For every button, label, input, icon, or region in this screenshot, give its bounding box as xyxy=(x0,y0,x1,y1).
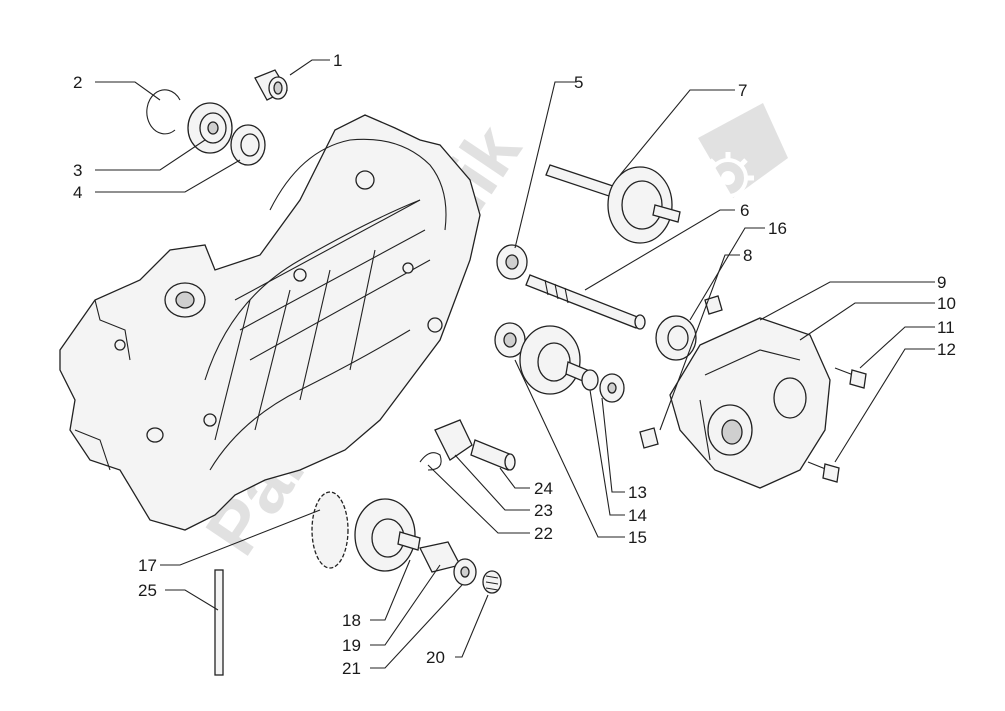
bushing-part-1 xyxy=(254,69,288,101)
intermediate-gear-part-15 xyxy=(519,325,593,395)
bearing-part-5 xyxy=(496,244,528,280)
callout-11: 11 xyxy=(937,318,955,337)
gear-icon xyxy=(698,103,788,204)
callout-15: 15 xyxy=(628,528,647,547)
callout-10: 10 xyxy=(937,294,956,313)
transmission-cover-part-10 xyxy=(669,317,831,489)
washer-part-21 xyxy=(453,558,477,586)
crankcase-main xyxy=(59,114,481,531)
callout-22: 22 xyxy=(534,524,553,543)
callout-7: 7 xyxy=(738,81,747,100)
bolt-part-12 xyxy=(807,461,840,483)
callout-labels: 1 2 3 4 5 6 7 8 9 10 11 12 13 14 15 16 1… xyxy=(73,51,956,678)
callout-17: 17 xyxy=(138,556,157,575)
callout-24: 24 xyxy=(534,479,553,498)
dowel-pin-part-9 xyxy=(639,427,659,449)
callout-18: 18 xyxy=(342,611,361,630)
pin-part-25 xyxy=(214,569,224,676)
callout-1: 1 xyxy=(333,51,342,70)
bolt-part-11 xyxy=(834,367,867,389)
callout-23: 23 xyxy=(534,501,553,520)
callout-20: 20 xyxy=(426,648,445,667)
callout-16: 16 xyxy=(768,219,787,238)
circlip-part-2 xyxy=(146,89,181,135)
callout-19: 19 xyxy=(342,636,361,655)
kickstart-gear-part-17 xyxy=(311,491,421,572)
washer-part-13 xyxy=(599,373,625,403)
spring-part-20 xyxy=(482,570,502,594)
callout-12: 12 xyxy=(937,340,956,359)
callout-8: 8 xyxy=(743,246,752,265)
callout-21: 21 xyxy=(342,659,361,678)
callout-25: 25 xyxy=(138,581,157,600)
driven-shaft-gear-part-7 xyxy=(545,164,681,244)
callout-5: 5 xyxy=(574,73,583,92)
callout-13: 13 xyxy=(628,483,647,502)
dowel-pin-part-8 xyxy=(704,295,723,315)
bearing-part-3 xyxy=(187,102,233,154)
callout-4: 4 xyxy=(73,183,82,202)
kickstart-assembly-part-22-23 xyxy=(419,419,473,471)
callout-2: 2 xyxy=(73,73,82,92)
pin-part-24 xyxy=(470,439,516,471)
bearing-part-16 xyxy=(655,315,697,361)
callout-6: 6 xyxy=(740,201,749,220)
callout-14: 14 xyxy=(628,506,647,525)
callout-3: 3 xyxy=(73,161,82,180)
leader-lines xyxy=(95,59,935,669)
shaft-part-6 xyxy=(525,274,646,330)
spacer-part-14 xyxy=(581,369,599,391)
callout-9: 9 xyxy=(937,273,946,292)
seal-ring-part-4 xyxy=(230,124,266,166)
